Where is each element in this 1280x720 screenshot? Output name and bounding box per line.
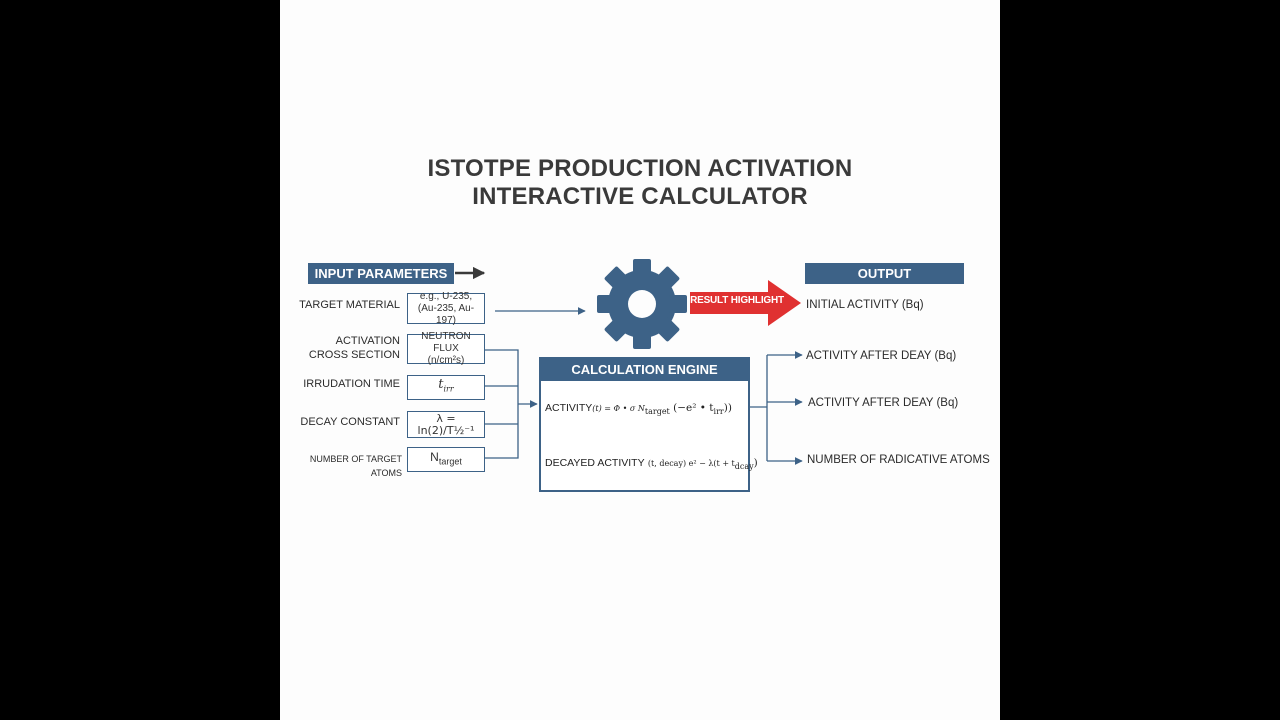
decayed-activity-formula: DECAYED ACTIVITY (t, decay) e² − λ(t + t…: [545, 457, 758, 472]
result-highlight-label: RESULT HIGHLIGHT: [690, 295, 784, 306]
output-activity-after-decay-2: ACTIVITY AFTER DEAY (Bq): [808, 397, 959, 409]
title-line-1: ISTOTPE PRODUCTION ACTIVATION: [427, 155, 853, 182]
neutron-flux-value-2: (n/cm²s): [427, 355, 465, 366]
target-atoms-label: NUMBER OF TARGET ATOMS: [309, 454, 402, 478]
activity-formula: ACTIVITY(t) = Φ • σ Ntarget (−e² • tirr)…: [545, 402, 732, 417]
target-material-value-2: (Au-235, Au-197): [417, 302, 475, 326]
target-material-field[interactable]: e.g., U-235, (Au-235, Au-197): [407, 290, 485, 326]
irradiation-time-symbol: t: [438, 377, 444, 393]
target-atoms-sub: target: [438, 456, 462, 467]
target-material-value-1: e.g., U-235,: [419, 290, 473, 302]
calculation-engine-box: CALCULATION ENGINE ACTIVITY(t) = Φ • σ N…: [539, 357, 758, 492]
decay-constant-field[interactable]: λ = ln(2)/T½⁻¹: [407, 411, 485, 438]
target-material-label: TARGET MATERIAL: [299, 299, 400, 311]
decay-constant-value: λ = ln(2)/T½⁻¹: [417, 411, 475, 437]
target-atoms-symbol: N: [430, 450, 439, 465]
neutron-flux-field[interactable]: NEUTRON FLUX (n/cm²s): [407, 331, 485, 366]
result-highlight-arrow: [690, 280, 801, 326]
decay-constant-label: DECAY CONSTANT: [300, 416, 400, 428]
title-line-2: INTERACTIVE CALCULATOR: [472, 183, 808, 210]
output-activity-after-decay-1: ACTIVITY AFTER DEAY (Bq): [806, 350, 957, 362]
irradiation-time-sub: irr: [443, 384, 454, 394]
connector-lines: [455, 266, 803, 465]
neutron-flux-value-1: NEUTRON FLUX: [421, 331, 471, 354]
gear-icon: [597, 259, 687, 349]
output-radioactive-atoms: NUMBER OF RADICATIVE ATOMS: [807, 454, 990, 466]
activation-label-1: ACTIVATION: [335, 335, 400, 347]
irradiation-time-field[interactable]: tirr: [407, 375, 485, 400]
irradiation-time-label: IRRUDATION TIME: [303, 378, 400, 390]
output-header: OUTPUT: [805, 263, 964, 284]
calculation-engine-header: CALCULATION ENGINE: [541, 359, 748, 381]
diagram-canvas: ISTOTPE PRODUCTION ACTIVATION INTERACTIV…: [280, 0, 1000, 720]
target-atoms-field[interactable]: Ntarget: [407, 447, 485, 472]
input-bracket: [485, 349, 519, 459]
input-parameters-header: INPUT PARAMETERS: [308, 263, 454, 284]
activation-label-2: CROSS SECTION: [308, 349, 400, 361]
output-initial-activity: INITIAL ACTIVITY (Bq): [806, 299, 924, 311]
